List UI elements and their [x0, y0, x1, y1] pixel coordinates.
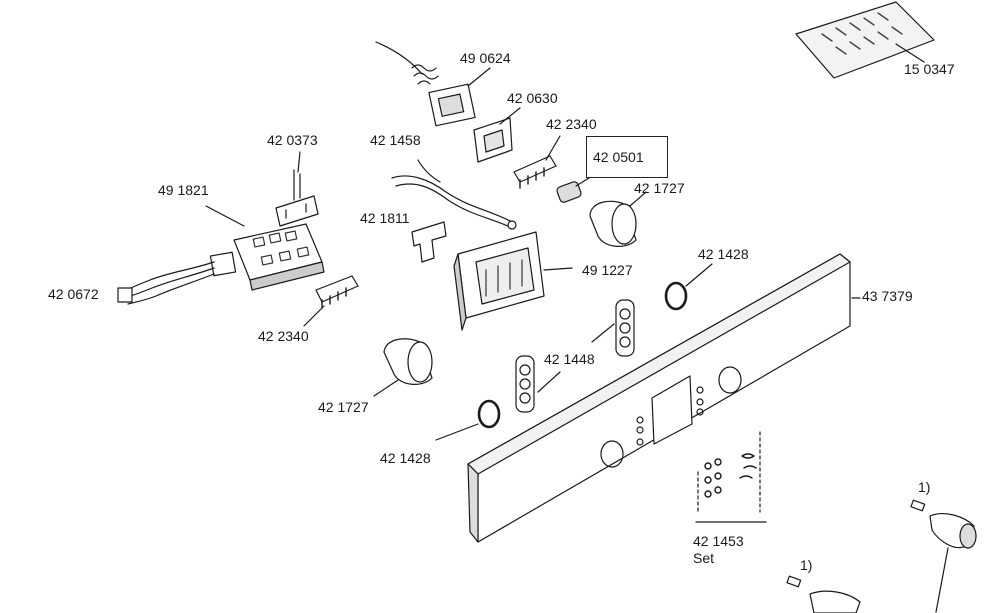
label-421458: 42 1458: [370, 132, 421, 148]
label-421811: 42 1811: [360, 210, 410, 226]
control-panel-437379: [468, 254, 860, 542]
label-490624: 49 0624: [460, 50, 511, 66]
spring-set-421453: [696, 432, 766, 522]
label-421448: 42 1448: [544, 351, 595, 367]
cable-part-420672: [118, 252, 236, 304]
label-422340-bottom: 42 2340: [258, 328, 309, 344]
knob-housing-top: [590, 192, 646, 246]
oring-top: [666, 264, 712, 309]
knob-bottom: [787, 576, 860, 613]
label-421428-top: 42 1428: [698, 246, 749, 262]
fixing-set-bag: [796, 2, 934, 78]
note-1-right: 1): [918, 479, 931, 495]
label-421453: 42 1453: [693, 533, 744, 549]
label-420501: 42 0501: [586, 136, 668, 178]
connector-part-top: [514, 136, 560, 188]
knob-right: [911, 500, 976, 612]
light-guide-pair: [516, 300, 634, 412]
label-421428-bottom: 42 1428: [380, 450, 431, 466]
connector-part-bottom: [304, 276, 358, 326]
label-420672: 42 0672: [48, 286, 99, 302]
label-150347: 15 0347: [904, 61, 955, 77]
note-1-bottom: 1): [800, 557, 813, 573]
wire-harness-421458: [392, 160, 516, 229]
label-421727-top: 42 1727: [634, 180, 685, 196]
label-420373: 42 0373: [267, 132, 318, 148]
timer-module-491821: [206, 206, 324, 290]
bracket-part-420373: [276, 152, 318, 226]
knob-housing-bottom: [374, 339, 432, 396]
bracket-part-420630: [474, 108, 520, 162]
label-420630: 42 0630: [507, 90, 558, 106]
control-module-491227: [454, 232, 572, 330]
label-437379: 43 7379: [862, 288, 913, 304]
label-421727-bottom: 42 1727: [318, 399, 369, 415]
label-491821: 49 1821: [158, 182, 209, 198]
cap-part-420501: [556, 170, 602, 203]
oring-bottom: [436, 401, 499, 440]
label-421453-set: Set: [693, 550, 715, 566]
label-491227: 49 1227: [582, 262, 633, 278]
thermostat-part: [376, 42, 490, 126]
label-422340-top: 42 2340: [546, 116, 597, 132]
clip-part-421811: [412, 222, 446, 262]
